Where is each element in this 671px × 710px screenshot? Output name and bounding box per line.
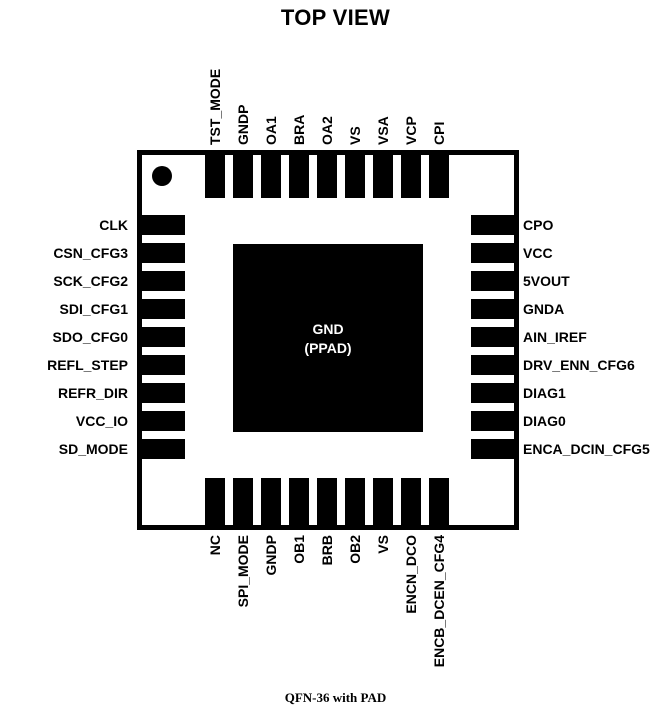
diagram-title: TOP VIEW xyxy=(280,5,391,30)
pin-label-bottom-6: OB2 xyxy=(347,535,363,564)
pin-label-right-6: DRV_ENN_CFG6 xyxy=(523,357,635,373)
pin-label-right-9: ENCA_DCIN_CFG5 xyxy=(523,441,650,457)
pin-left-5 xyxy=(137,327,185,347)
pin-label-left-3: SCK_CFG2 xyxy=(53,273,128,289)
pin-bottom-2 xyxy=(233,478,253,526)
pin-right-4 xyxy=(471,299,519,319)
pin-right-8 xyxy=(471,411,519,431)
pin-top-8 xyxy=(401,150,421,198)
package-caption: QFN-36 with PAD xyxy=(284,690,387,705)
pin-left-6 xyxy=(137,355,185,375)
pin-label-top-1: TST_MODE xyxy=(207,68,223,145)
pin-label-bottom-5: BRB xyxy=(319,535,335,566)
pin-left-7 xyxy=(137,383,185,403)
pin-top-1 xyxy=(205,150,225,198)
pin-label-left-4: SDI_CFG1 xyxy=(59,301,128,317)
pin-label-top-8: VCP xyxy=(403,116,419,145)
pin-top-2 xyxy=(233,150,253,198)
pin-label-bottom-3: GNDP xyxy=(263,535,279,576)
pin-label-right-2: VCC xyxy=(523,245,553,261)
pin-left-1 xyxy=(137,215,185,235)
pin-top-5 xyxy=(317,150,337,198)
pin-label-top-4: BRA xyxy=(291,114,307,145)
pin-label-top-5: OA2 xyxy=(319,116,335,145)
pad-label-line2: (PPAD) xyxy=(304,340,352,356)
pin-label-right-5: AIN_IREF xyxy=(523,329,587,345)
pin-label-top-3: OA1 xyxy=(263,116,279,145)
pin-bottom-7 xyxy=(373,478,393,526)
pin-label-left-1: CLK xyxy=(99,217,128,233)
pin-label-left-5: SDO_CFG0 xyxy=(52,329,128,345)
pin-bottom-1 xyxy=(205,478,225,526)
pin-label-right-4: GNDA xyxy=(523,301,565,317)
pin-left-8 xyxy=(137,411,185,431)
pin-right-6 xyxy=(471,355,519,375)
pin-label-left-6: REFL_STEP xyxy=(47,357,128,373)
pin-label-right-3: 5VOUT xyxy=(523,273,570,289)
pin-right-1 xyxy=(471,215,519,235)
pin-bottom-9 xyxy=(429,478,449,526)
pin-bottom-4 xyxy=(289,478,309,526)
pin-right-2 xyxy=(471,243,519,263)
pin-bottom-6 xyxy=(345,478,365,526)
pin-right-3 xyxy=(471,271,519,291)
pin-label-right-7: DIAG1 xyxy=(523,385,566,401)
pin-right-7 xyxy=(471,383,519,403)
pin-bottom-5 xyxy=(317,478,337,526)
pin-top-9 xyxy=(429,150,449,198)
pin-right-9 xyxy=(471,439,519,459)
pin-label-bottom-2: SPI_MODE xyxy=(235,535,251,608)
pin-top-4 xyxy=(289,150,309,198)
pin-label-left-7: REFR_DIR xyxy=(57,385,128,401)
pin-label-top-2: GNDP xyxy=(235,104,251,145)
pin-bottom-3 xyxy=(261,478,281,526)
pin-label-right-8: DIAG0 xyxy=(523,413,566,429)
pin1-marker-dot xyxy=(152,166,172,186)
pin-label-bottom-4: OB1 xyxy=(291,535,307,564)
pin-bottom-8 xyxy=(401,478,421,526)
pad-label-line1: GND xyxy=(312,321,344,337)
pin-label-top-9: CPI xyxy=(431,121,447,145)
pin-label-left-8: VCC_IO xyxy=(75,413,128,429)
pin-left-9 xyxy=(137,439,185,459)
pin-left-4 xyxy=(137,299,185,319)
pin-label-right-1: CPO xyxy=(523,217,554,233)
pin-right-5 xyxy=(471,327,519,347)
pin-label-top-6: VS xyxy=(347,126,363,145)
pin-label-left-9: SD_MODE xyxy=(58,441,128,457)
pin-label-left-2: CSN_CFG3 xyxy=(53,245,128,261)
pin-label-bottom-8: ENCN_DCO xyxy=(403,535,419,614)
pin-top-3 xyxy=(261,150,281,198)
exposed-pad xyxy=(233,244,423,432)
pin-label-top-7: VSA xyxy=(375,116,391,145)
pin-left-3 xyxy=(137,271,185,291)
pin-top-6 xyxy=(345,150,365,198)
pin-label-bottom-1: NC xyxy=(207,535,223,556)
pin-label-bottom-9: ENCB_DCEN_CFG4 xyxy=(431,535,447,668)
pin-top-7 xyxy=(373,150,393,198)
pin-label-bottom-7: VS xyxy=(375,535,391,554)
pin-left-2 xyxy=(137,243,185,263)
